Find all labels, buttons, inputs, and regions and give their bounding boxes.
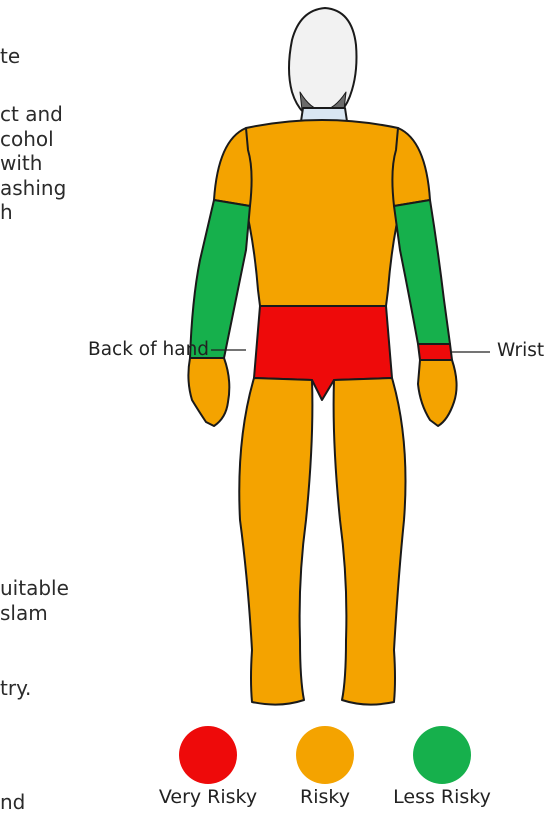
back-of-hand-label: Back of hand xyxy=(88,339,209,360)
legend-label-very-risky: Very Risky xyxy=(143,786,273,808)
torso xyxy=(228,120,418,306)
wrist-label: Wrist xyxy=(497,340,544,361)
legend-swatch-risky xyxy=(296,726,354,784)
head xyxy=(289,8,357,122)
right-upper-arm xyxy=(392,128,430,206)
left-upper-arm xyxy=(214,128,252,206)
left-hand xyxy=(188,358,229,426)
legend-label-risky: Risky xyxy=(260,786,390,808)
left-forearm xyxy=(190,200,250,358)
right-leg xyxy=(334,378,406,705)
left-leg xyxy=(239,378,312,705)
legend-swatch-less-risky xyxy=(413,726,471,784)
right-hand xyxy=(418,360,457,426)
legend-label-less-risky: Less Risky xyxy=(377,786,507,808)
right-forearm xyxy=(394,200,450,344)
legend-swatch-very-risky xyxy=(179,726,237,784)
right-wrist xyxy=(418,344,452,360)
